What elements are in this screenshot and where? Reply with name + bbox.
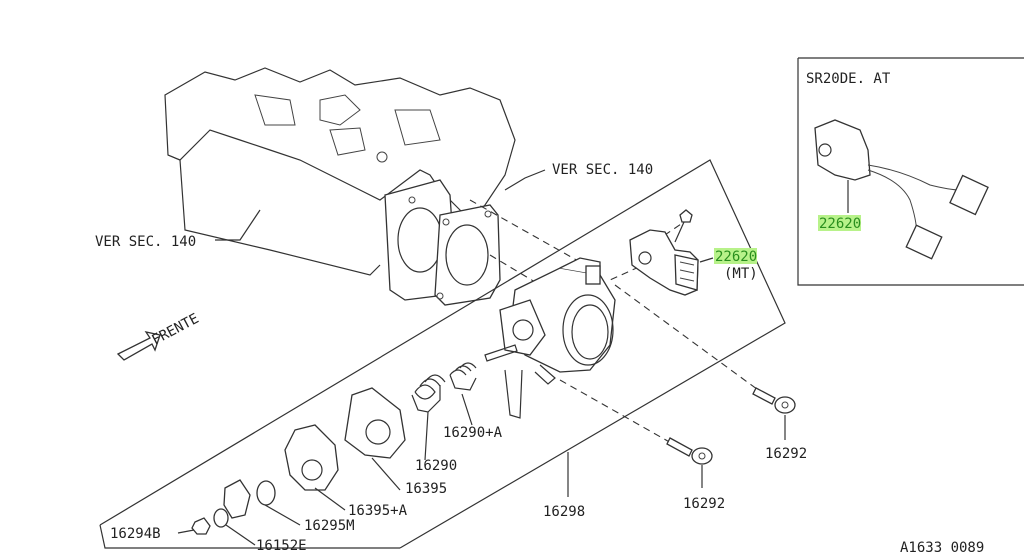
leader-lines	[177, 169, 849, 546]
label-ver-sec-left: VER SEC. 140	[95, 234, 196, 250]
label-bolt-lower: 16292	[683, 496, 725, 512]
throttle-body	[484, 257, 616, 419]
label-spring: 16290	[415, 458, 457, 474]
flange-gasket	[384, 179, 501, 306]
label-frente: FRENTE	[149, 311, 201, 349]
cam-drums	[191, 387, 406, 535]
highlight-sensor-mt	[714, 248, 757, 264]
throttle-sensor-mt	[629, 209, 699, 296]
label-sensor-at-number[interactable]: 22620	[819, 216, 861, 232]
label-spring-a: 16290+A	[443, 425, 503, 441]
label-footer-code: A1633 0089	[900, 540, 984, 556]
label-bolt-right: 16292	[765, 446, 807, 462]
exploded-frame	[99, 159, 786, 549]
label-nut: 16294B	[110, 526, 161, 542]
label-body-assy: 16298	[543, 504, 585, 520]
label-washer: 16152E	[256, 538, 307, 554]
label-plate-m: 16295M	[304, 518, 355, 534]
label-drum-a: 16395+A	[348, 503, 408, 519]
springs	[411, 362, 477, 413]
label-sensor-mt-number[interactable]: 22620	[715, 249, 757, 265]
label-inset-title: SR20DE. AT	[806, 71, 891, 87]
highlight-sensor-at	[818, 215, 861, 231]
label-drum: 16395	[405, 481, 447, 497]
inset-box	[797, 57, 1024, 286]
frente-arrow	[116, 331, 161, 361]
bolts	[666, 387, 796, 465]
label-sensor-mt-suffix: (MT)	[724, 266, 758, 282]
label-ver-sec-top: VER SEC. 140	[552, 162, 653, 178]
